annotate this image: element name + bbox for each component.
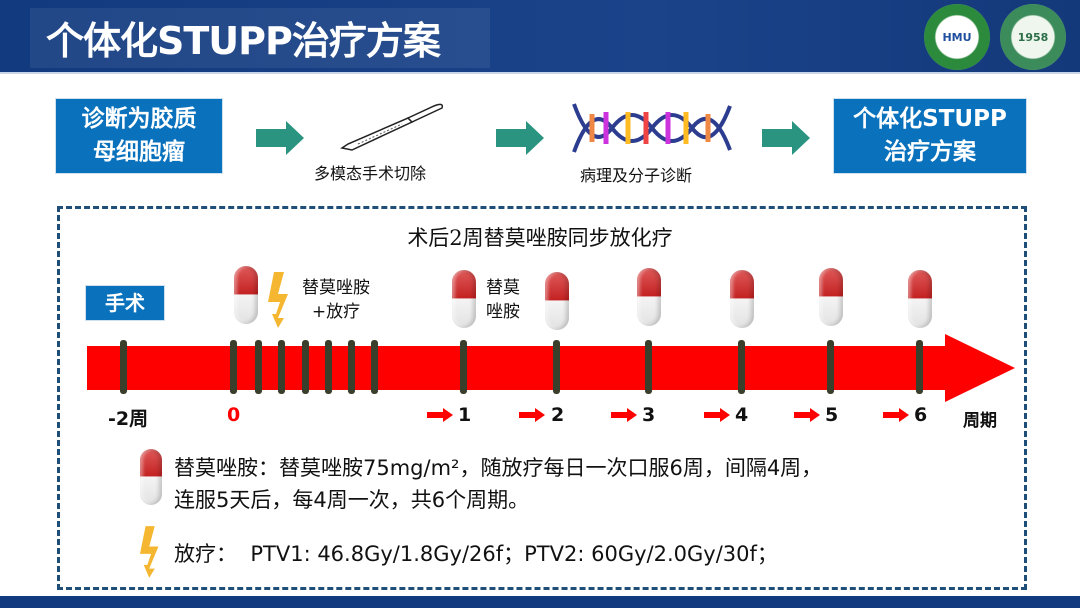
plan-line: 治疗方案 bbox=[884, 139, 976, 165]
axis-label-6: 6 bbox=[914, 404, 928, 426]
red-arrow-icon bbox=[794, 408, 820, 422]
capsule-icon bbox=[819, 268, 843, 326]
axis-label-3: 3 bbox=[642, 404, 656, 426]
diagnosis-line: 母细胞瘤 bbox=[93, 139, 185, 165]
timeline-tick bbox=[348, 340, 355, 394]
axis-label-4: 4 bbox=[735, 404, 749, 426]
timeline-arrow bbox=[87, 346, 947, 390]
title-backdrop bbox=[30, 8, 490, 68]
flow-arrow-icon bbox=[256, 121, 304, 155]
timeline-arrowhead bbox=[945, 334, 1015, 402]
timeline-tick bbox=[302, 340, 309, 394]
university-logo: HMU bbox=[924, 4, 990, 70]
lightning-icon bbox=[140, 526, 159, 578]
radiotherapy-legend: 放疗： PTV1: 46.8Gy/1.8Gy/26f；PTV2: 60Gy/2.… bbox=[174, 542, 778, 566]
footer-band bbox=[0, 596, 1080, 608]
diagnosis-line: 诊断为胶质 bbox=[81, 106, 197, 132]
capsule-icon bbox=[140, 449, 162, 505]
timeline-tick bbox=[120, 340, 127, 394]
flow-arrow-icon bbox=[762, 121, 810, 155]
label-line: 替莫 bbox=[486, 278, 520, 298]
capsule-icon bbox=[234, 266, 258, 324]
axis-label-0: 0 bbox=[227, 404, 241, 426]
timeline-tick bbox=[278, 340, 285, 394]
axis-label-5: 5 bbox=[825, 404, 839, 426]
axis-label-1: 1 bbox=[458, 404, 472, 426]
capsule-icon bbox=[452, 270, 476, 328]
red-arrow-icon bbox=[519, 408, 545, 422]
timeline-title: 术后2周替莫唑胺同步放化疗 bbox=[407, 226, 673, 250]
capsule-icon bbox=[545, 272, 569, 330]
axis-label-2: 2 bbox=[551, 404, 565, 426]
hospital-logo: 1958 bbox=[1000, 4, 1066, 70]
red-arrow-icon bbox=[427, 408, 453, 422]
timeline-tick bbox=[553, 340, 560, 394]
timeline-tick bbox=[916, 340, 923, 394]
capsule-icon bbox=[908, 270, 932, 328]
diagnosis-box: 诊断为胶质 母细胞瘤 bbox=[55, 98, 223, 174]
plan-line: 个体化STUPP bbox=[853, 106, 1007, 132]
timeline-tick bbox=[460, 340, 467, 394]
label-line: 唑胺 bbox=[486, 302, 520, 322]
timeline-tick bbox=[255, 340, 262, 394]
scalpel-icon bbox=[340, 103, 444, 151]
axis-label-minus2: -2周 bbox=[108, 408, 149, 430]
timeline-tick bbox=[371, 340, 378, 394]
legend-line: 连服5天后，每4周一次，共6个周期。 bbox=[174, 488, 530, 512]
timeline-tick bbox=[645, 340, 652, 394]
red-arrow-icon bbox=[611, 408, 637, 422]
surgery-caption: 多模态手术切除 bbox=[314, 164, 427, 183]
pathology-caption: 病理及分子诊断 bbox=[580, 166, 693, 185]
flow-arrow-icon bbox=[496, 121, 544, 155]
red-arrow-icon bbox=[704, 408, 730, 422]
red-arrow-icon bbox=[883, 408, 909, 422]
stupp-plan-box: 个体化STUPP 治疗方案 bbox=[833, 98, 1027, 174]
tmz-legend: 替莫唑胺：替莫唑胺75mg/m²，随放疗每日一次口服6周，间隔4周， 连服5天后… bbox=[174, 452, 822, 516]
timeline-tick bbox=[738, 340, 745, 394]
capsule-icon bbox=[730, 270, 754, 328]
capsule-icon bbox=[637, 268, 661, 326]
page-title: 个体化STUPP治疗方案 bbox=[46, 19, 441, 63]
dna-icon bbox=[572, 103, 732, 153]
logo-text: 1958 bbox=[1017, 30, 1049, 44]
label-line: +放疗 bbox=[311, 302, 361, 322]
legend-line: 替莫唑胺：替莫唑胺75mg/m²，随放疗每日一次口服6周，间隔4周， bbox=[174, 456, 823, 480]
surgery-label: 手术 bbox=[85, 285, 165, 321]
lightning-icon bbox=[268, 272, 288, 328]
timeline-tick bbox=[230, 340, 237, 394]
label-line: 替莫唑胺 bbox=[302, 278, 370, 298]
timeline-panel bbox=[57, 206, 1027, 590]
timeline-tick bbox=[827, 340, 834, 394]
logo-text: HMU bbox=[942, 30, 972, 44]
axis-label-cycle: 周期 bbox=[963, 411, 997, 431]
header-banner bbox=[0, 0, 1080, 74]
concurrent-label: 替莫唑胺 +放疗 bbox=[302, 276, 370, 324]
tmz-label: 替莫 唑胺 bbox=[486, 276, 520, 324]
timeline-tick bbox=[325, 340, 332, 394]
